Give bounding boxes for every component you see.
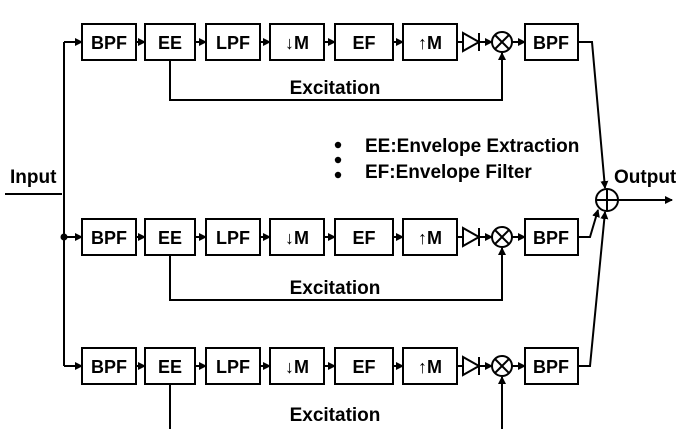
legend-ee-text: EE:Envelope Extraction (365, 136, 579, 157)
legend-ef-text: EF:Envelope Filter (365, 162, 532, 183)
ch3-ef-label: EF (352, 357, 375, 377)
ch3-block-bpf (81, 347, 137, 385)
ch3-rectifier-diode (462, 355, 482, 377)
ch3-downsample-label: ↓M (285, 357, 309, 377)
legend-bullets (334, 141, 342, 179)
ch1-to-summer (578, 41, 609, 189)
ch3-upsample-label: ↑M (418, 357, 442, 377)
ch1-post-bpf-label: BPF (533, 33, 569, 53)
ch1-excitation-path (169, 52, 506, 101)
ch1-bpf-label: BPF (91, 33, 127, 53)
channel-1 (81, 23, 609, 189)
ch3-to-summer (578, 211, 609, 367)
ch2-lpf-label: LPF (216, 228, 250, 248)
ch2-ee-label: EE (158, 228, 182, 248)
ch2-ef-label: EF (352, 228, 375, 248)
ch3-lpf-label: LPF (216, 357, 250, 377)
ch2-excitation-label: Excitation (290, 278, 381, 299)
output-label: Output (614, 167, 677, 188)
ch1-block-post-bpf (524, 23, 579, 61)
ch1-block-lpf (205, 23, 261, 61)
ch1-block-ef (334, 23, 394, 61)
ch1-downsample-label: ↓M (285, 33, 309, 53)
channel-2 (81, 209, 600, 301)
ch3-ee-label: EE (158, 357, 182, 377)
ch2-block-bpf (81, 218, 137, 256)
ch2-rectifier-diode (462, 226, 482, 248)
ch2-upsample-label: ↑M (418, 228, 442, 248)
summing-junction (595, 188, 619, 212)
ch1-lpf-label: LPF (216, 33, 250, 53)
bus-junction-dot (60, 233, 68, 241)
channel-3 (81, 211, 609, 429)
ch2-to-summer (578, 209, 600, 238)
ch3-post-bpf-label: BPF (533, 357, 569, 377)
ch1-ee-label: EE (158, 33, 182, 53)
ch2-downsample-label: ↓M (285, 228, 309, 248)
ch2-block-post-bpf (524, 218, 579, 256)
input-label: Input (10, 167, 57, 188)
ch2-block-lpf (205, 218, 261, 256)
ch1-excitation-label: Excitation (290, 78, 381, 99)
ch1-ef-label: EF (352, 33, 375, 53)
ch1-upsample-label: ↑M (418, 33, 442, 53)
ch3-block-post-bpf (524, 347, 579, 385)
ch2-bpf-label: BPF (91, 228, 127, 248)
ch3-bpf-label: BPF (91, 357, 127, 377)
ch2-block-downsample (269, 218, 325, 256)
ch1-rectifier-diode (462, 31, 482, 53)
ch2-excitation-path (169, 247, 506, 301)
ch3-excitation-label: Excitation (290, 405, 381, 426)
ch2-block-upsample (402, 218, 458, 256)
ch2-post-bpf-label: BPF (533, 228, 569, 248)
